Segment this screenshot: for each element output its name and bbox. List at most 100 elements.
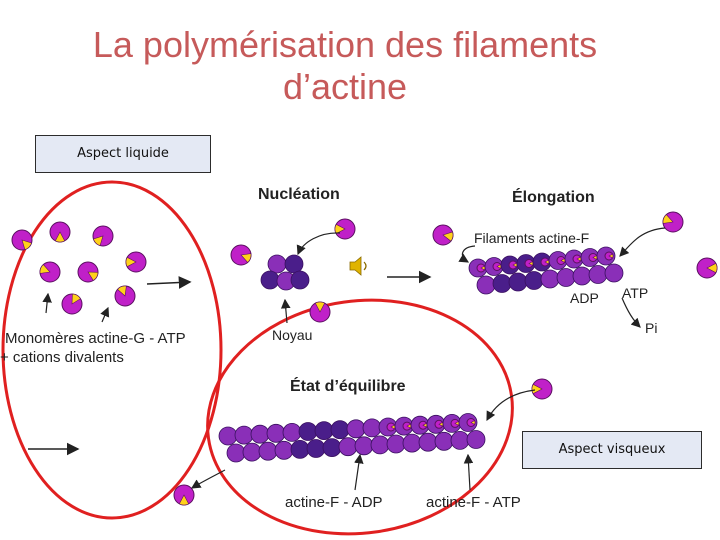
label-actin-adp: actine-F - ADP [285,494,383,511]
equilibrium-bottom-bead-16 [466,430,486,449]
elongation-bottom-bead-5 [540,269,560,289]
monomer-7 [114,285,136,307]
equilibrium-wedge-11 [386,422,396,432]
pointer-elongation-monomer [619,227,666,257]
monomer-11 [309,301,331,323]
equilibrium-bottom-bead-6 [306,439,326,458]
equilibrium-wedge-16 [466,418,476,427]
equilibrium-bottom-bead-7 [322,438,342,458]
elongation-bottom-bead-8 [588,265,608,284]
monomer-15 [531,378,553,400]
viscous-phase-outline [206,298,514,536]
equilibrium-bottom-bead-1 [226,443,246,463]
monomer-13 [662,211,684,233]
pointer-monomers-1 [42,292,52,314]
elongation-top-wedge-9 [604,251,614,261]
elongation-top-wedge-1 [476,263,486,273]
monomer-16 [173,484,195,506]
liquid-phase-outline [1,180,223,520]
elongation-bottom-bead-6 [556,268,576,287]
equilibrium-wedge-15 [450,418,460,428]
nucleus-bead-1 [267,254,287,274]
monomer-5 [39,261,61,283]
equilibrium-bottom-bead-12 [402,433,422,453]
pointer-actin-adp [354,453,364,491]
equilibrium-bottom-bead-14 [434,431,454,451]
monomer-14 [696,257,718,279]
equilibrium-wedge-14 [434,419,444,429]
equilibrium-top-bead-3 [250,424,270,444]
slide-title: La polymérisation des filaments d’actine [0,24,690,108]
monomer-2 [49,221,71,243]
pointer-nucleus [280,298,291,324]
equilibrium-top-bead-8 [330,420,350,440]
label-pi: Pi [645,320,657,336]
nucleus-bead-2 [284,254,304,274]
elongation-bottom-bead-3 [508,272,528,292]
elongation-bottom-bead-4 [524,271,544,290]
monomers-layer [11,211,718,506]
elongation-bottom-bead-7 [572,266,592,286]
pointer-pi [621,297,641,328]
callout-viscous: Aspect visqueux [522,431,702,469]
equilibrium-bottom-bead-11 [386,434,406,454]
elongation-top-wedge-3 [508,260,518,270]
elongation-top-wedge-2 [492,262,502,271]
equilibrium-top-bead-7 [314,421,334,441]
heading-equilibrium: État d’équilibre [290,376,406,395]
pointer-equilibrium-in [486,389,536,422]
title-line-2: d’actine [282,66,408,107]
equilibrium-wedge-13 [418,420,428,430]
label-monomers-line1: Monomères actine-G - ATP [5,330,186,347]
equilibrium-bottom-bead-15 [450,430,470,450]
pointer-filaments [458,245,476,263]
monomer-1 [11,229,33,251]
filaments-layer [218,246,624,463]
label-filaments: Filaments actine-F [474,230,589,246]
heading-nucleation: Nucléation [258,186,340,203]
process-arrow-1 [146,276,192,289]
equilibrium-bottom-bead-4 [274,440,294,460]
equilibrium-top-bead-4 [266,423,286,443]
label-atp: ATP [622,285,648,301]
speaker-icon[interactable] [349,256,367,276]
equilibrium-bottom-bead-3 [258,441,278,461]
title-line-1: La polymérisation des filaments [92,24,598,65]
monomer-4 [125,251,147,273]
pointer-equilibrium-out [190,469,226,489]
label-monomers-line2: + cations divalents [0,349,124,366]
label-actin-atp: actine-F - ATP [426,494,521,511]
monomer-8 [61,293,83,315]
equilibrium-bottom-bead-2 [242,442,262,462]
equilibrium-top-bead-1 [218,426,238,446]
nucleus-bead-5 [290,270,310,290]
elongation-bottom-bead-9 [604,263,624,283]
monomer-9 [230,244,252,266]
elongation-top-wedge-8 [588,253,598,262]
equilibrium-top-bead-10 [362,418,382,438]
callout-liquid: Aspect liquide [35,135,211,173]
elongation-bottom-bead-2 [492,274,512,293]
equilibrium-wedge-12 [402,421,412,431]
equilibrium-bottom-bead-13 [418,432,438,452]
equilibrium-top-bead-2 [234,425,254,445]
monomer-10 [334,218,356,240]
elongation-top-wedge-4 [524,259,534,268]
elongation-bottom-bead-1 [476,275,496,295]
label-nucleus: Noyau [272,327,312,343]
label-adp: ADP [570,290,599,306]
equilibrium-top-bead-6 [298,422,318,441]
equilibrium-bottom-bead-9 [354,436,374,456]
nucleus-bead-3 [260,270,280,290]
pointer-monomers-2 [100,306,110,323]
monomer-6 [77,261,99,283]
pointer-nucleation-monomer [296,232,341,256]
monomer-3 [92,225,114,247]
pointer-actin-atp [463,453,474,491]
equilibrium-top-bead-9 [346,419,366,439]
equilibrium-bottom-bead-10 [370,435,390,455]
equilibrium-bottom-bead-8 [338,437,358,457]
elongation-top-wedge-6 [556,256,566,265]
